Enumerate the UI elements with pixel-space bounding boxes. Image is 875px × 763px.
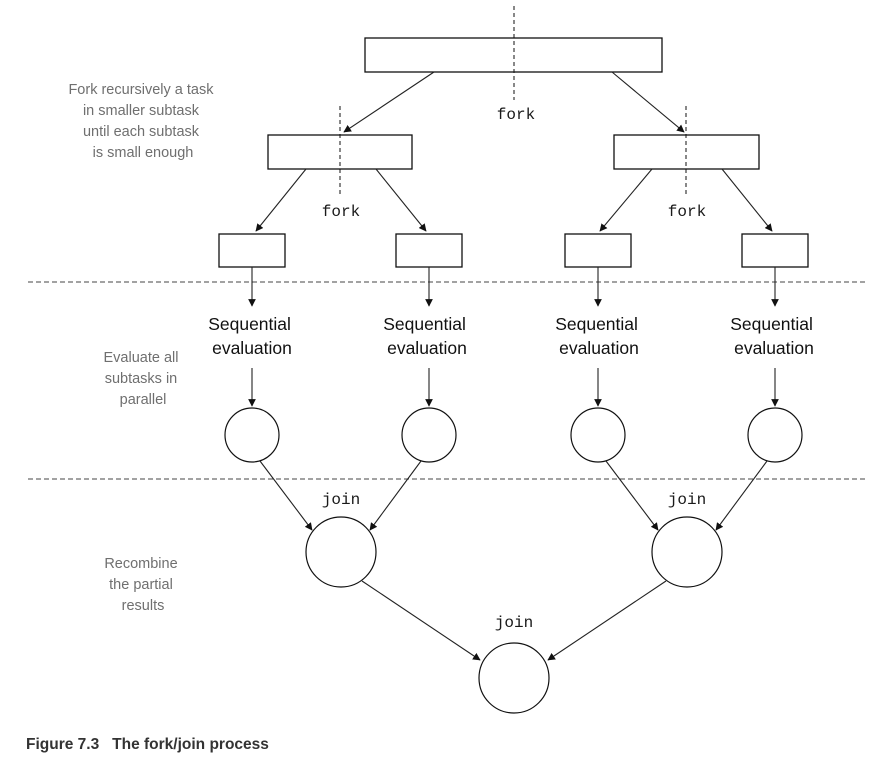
fork-section-label: Fork recursively a task in smaller subta… — [68, 82, 217, 161]
sequential-evaluation-label-2: Sequential evaluation — [383, 314, 471, 358]
leaf-task-box-2 — [395, 233, 463, 268]
edge-result-1-to-left-join — [259, 460, 313, 531]
edge-right-subtask-to-leaf-4 — [721, 168, 773, 232]
edge-right-subtask-to-leaf-3 — [599, 168, 653, 232]
evaluate-section-label: Evaluate all subtasks in parallel — [104, 350, 183, 408]
edge-left-subtask-to-leaf-1 — [255, 168, 307, 232]
fork-label-left: fork — [322, 203, 360, 221]
fork-join-diagram: Fork recursively a task in smaller subta… — [28, 6, 867, 714]
sequential-evaluation-label-1: Sequential evaluation — [208, 314, 296, 358]
figure-title: The fork/join process — [112, 736, 269, 753]
partial-result-node-2 — [401, 407, 457, 463]
leaf-task-box-1 — [218, 233, 286, 268]
edge-root-to-right-subtask — [611, 71, 685, 133]
edge-left-join-to-final — [361, 580, 481, 661]
sequential-evaluation-label-3: Sequential evaluation — [555, 314, 643, 358]
edge-result-4-to-right-join — [715, 460, 768, 531]
edge-left-subtask-to-leaf-2 — [375, 168, 427, 232]
join-label-final: join — [495, 614, 533, 632]
join-label-left: join — [322, 491, 360, 509]
join-node-left — [305, 516, 377, 588]
join-node-right — [651, 516, 723, 588]
partial-result-node-1 — [224, 407, 280, 463]
edge-right-join-to-final — [547, 580, 667, 661]
final-result-node — [478, 642, 550, 714]
sequential-evaluation-label-4: Sequential evaluation — [730, 314, 818, 358]
join-label-right: join — [668, 491, 706, 509]
partial-result-node-4 — [747, 407, 803, 463]
recombine-section-label: Recombine the partial results — [104, 556, 181, 614]
edge-result-2-to-left-join — [369, 460, 422, 531]
fork-label-right: fork — [668, 203, 706, 221]
figure-number: Figure 7.3 — [26, 736, 100, 753]
leaf-task-box-3 — [564, 233, 632, 268]
fork-label-root: fork — [497, 106, 535, 124]
edge-result-3-to-right-join — [605, 460, 659, 531]
leaf-task-box-4 — [741, 233, 809, 268]
partial-result-node-3 — [570, 407, 626, 463]
edge-root-to-left-subtask — [343, 71, 435, 133]
figure-caption: Figure 7.3 The fork/join process — [26, 736, 269, 754]
